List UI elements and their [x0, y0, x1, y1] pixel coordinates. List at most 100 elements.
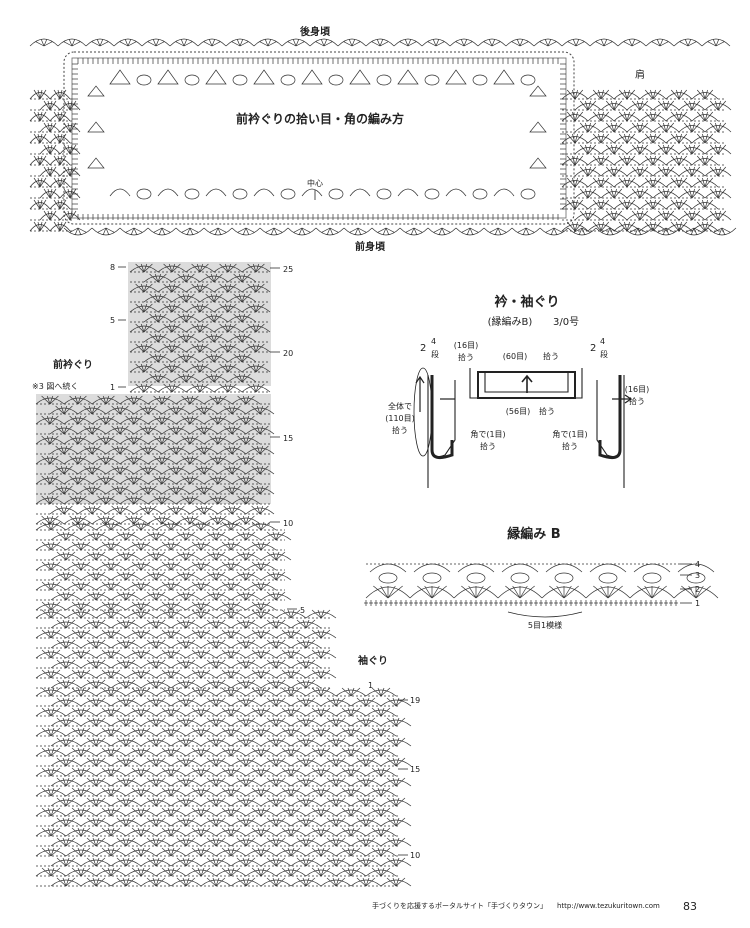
- stitch-post: [639, 122, 643, 133]
- stitch-post: [230, 827, 235, 837]
- front-neck-label: 前身頃: [355, 240, 386, 253]
- stitch-post: [63, 405, 68, 415]
- stitch-post: [574, 177, 584, 188]
- stitch-post: [71, 847, 82, 857]
- stitch-post: [335, 877, 340, 887]
- stitch-post: [140, 649, 145, 659]
- stitch-post: [80, 541, 85, 551]
- stitch-post: [260, 649, 265, 659]
- fan-arc: [185, 671, 217, 679]
- stitch-post: [50, 827, 55, 837]
- stitch-post: [153, 455, 163, 465]
- stitch-post: [392, 817, 397, 827]
- fan-arc: [639, 114, 667, 122]
- stitch-post: [182, 591, 187, 601]
- stitch-post: [46, 495, 51, 505]
- fan-arc: [245, 651, 277, 659]
- stitch-post: [163, 383, 173, 393]
- stitch-post: [57, 199, 61, 210]
- fan-arc: [50, 859, 82, 867]
- stitch-post: [245, 777, 256, 787]
- stitch-post: [260, 747, 265, 757]
- scallop-spoke: [102, 227, 107, 235]
- stitch-post: [245, 551, 250, 561]
- stitch-post: [260, 747, 271, 757]
- stitch-post: [86, 837, 97, 847]
- fan-arc: [380, 839, 412, 847]
- stitch-post: [105, 415, 110, 425]
- fan-arc: [35, 603, 67, 611]
- fan-arc: [213, 345, 243, 353]
- fan-arc: [129, 345, 159, 353]
- fan-arc: [170, 739, 202, 747]
- stitch-post: [65, 551, 70, 561]
- stitch-post: [206, 737, 217, 747]
- stitch-post: [365, 837, 376, 847]
- stitch-post: [290, 787, 295, 797]
- stitch-post: [275, 797, 280, 807]
- fan-arc: [50, 681, 82, 689]
- fan-arc: [185, 709, 217, 717]
- stitch-post: [275, 591, 280, 601]
- stitch-post: [689, 144, 693, 155]
- scallop-spoke: [273, 227, 283, 233]
- stitch-post: [242, 415, 247, 425]
- scallop-spoke: [329, 227, 339, 233]
- fan-arc: [110, 621, 142, 629]
- scallop-arc: [477, 38, 507, 47]
- stitch-post: [676, 111, 680, 122]
- stitch-post: [665, 144, 669, 155]
- stitch-post: [371, 807, 382, 817]
- stitch-post: [317, 629, 322, 639]
- fan-arc: [626, 191, 654, 199]
- stitch-post: [639, 100, 649, 111]
- scallop-spoke: [357, 227, 367, 233]
- stitch-post: [637, 210, 641, 221]
- stitch-post: [362, 737, 367, 747]
- stitch-post: [50, 541, 55, 551]
- fan-arc: [275, 789, 307, 797]
- stitch-post: [631, 100, 641, 111]
- fan-arc: [50, 819, 82, 827]
- stitch-post: [189, 455, 199, 465]
- stitch-post: [140, 767, 151, 777]
- fan-arc: [320, 859, 352, 867]
- stitch-post: [209, 415, 219, 425]
- stitch-post: [305, 757, 316, 767]
- fan-arc: [230, 799, 262, 807]
- stitch-post: [228, 425, 233, 435]
- footer-url[interactable]: http://www.tezukuritown.com: [557, 902, 660, 910]
- fan-arc: [95, 729, 127, 737]
- fan-arc: [140, 533, 172, 541]
- stitch-post: [242, 531, 247, 541]
- scallop-arc: [595, 227, 625, 236]
- stitch-post: [101, 687, 112, 697]
- fan-arc: [95, 671, 127, 679]
- stitch-post: [219, 303, 229, 313]
- scallop-spoke: [547, 41, 557, 47]
- stitch-post: [245, 515, 255, 525]
- stitch-post: [168, 323, 173, 333]
- stitch-post: [65, 777, 76, 787]
- stitch-post: [140, 867, 145, 877]
- stitch-post: [175, 405, 185, 415]
- stitch-post: [171, 383, 176, 393]
- stitch-post: [182, 313, 187, 323]
- stitch-post: [199, 283, 209, 293]
- stitch-post: [65, 591, 76, 601]
- stitch-post: [290, 669, 295, 679]
- fan-arc: [260, 859, 292, 867]
- fan-arc: [59, 103, 81, 111]
- stitch-post: [341, 787, 352, 797]
- stitch-post: [230, 601, 241, 611]
- scallop-spoke: [516, 39, 521, 47]
- stitch-post: [92, 777, 97, 787]
- stitch-post: [287, 669, 292, 679]
- fan-arc: [335, 849, 367, 857]
- corner-left-b: 拾う: [480, 441, 496, 451]
- fan-arc: [39, 169, 61, 177]
- stitch-post: [65, 837, 70, 847]
- fan-arc: [305, 611, 337, 619]
- stitch-post: [587, 166, 591, 177]
- stitch-post: [43, 144, 51, 155]
